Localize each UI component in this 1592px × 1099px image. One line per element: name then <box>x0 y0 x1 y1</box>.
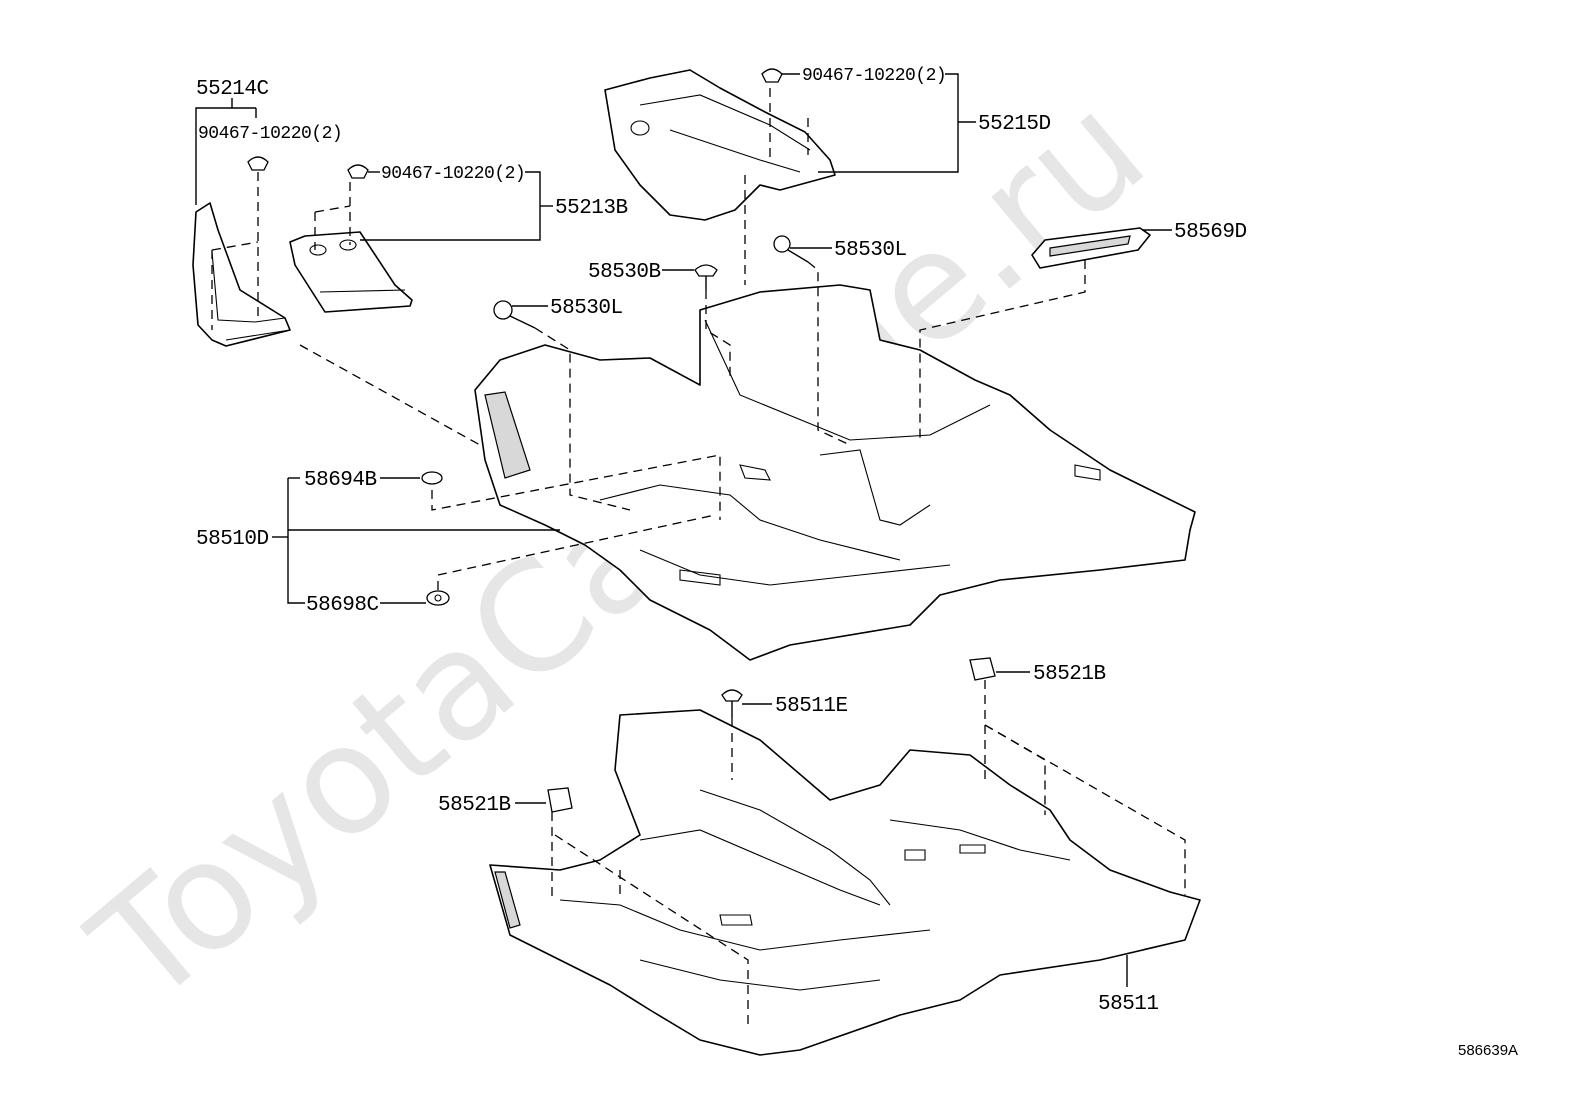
label-90467-middle: 90467-10220(2) <box>381 164 525 184</box>
label-90467-left: 90467-10220(2) <box>198 124 342 144</box>
part-58511-shape <box>489 709 1201 1056</box>
label-58694b: 58694B <box>304 469 377 492</box>
part-55215d-shape <box>604 68 836 221</box>
part-labels: 55214C 90467-10220(2) 90467-10220(2) 552… <box>196 66 1247 1016</box>
part-55214c-shape <box>192 156 291 347</box>
label-55213b: 55213B <box>555 197 628 220</box>
label-55215d: 55215D <box>978 113 1051 136</box>
label-58521b-upper: 58521B <box>1033 663 1106 686</box>
leader-lines <box>195 73 1172 987</box>
label-90467-top: 90467-10220(2) <box>802 66 946 86</box>
diagram-reference-id: 586639A <box>1458 1042 1518 1059</box>
label-58569d: 58569D <box>1174 221 1247 244</box>
label-55214c: 55214C <box>196 78 269 101</box>
label-58530b: 58530B <box>588 261 661 284</box>
assembly-lines <box>211 88 1186 1030</box>
label-58698c: 58698C <box>306 594 379 617</box>
label-58530l-upper: 58530L <box>834 239 907 262</box>
fastener-shapes <box>421 235 996 813</box>
part-58569d-shape <box>1031 227 1151 269</box>
part-55213b-shape <box>289 164 413 313</box>
label-58511: 58511 <box>1098 993 1159 1016</box>
label-58530l-left: 58530L <box>550 297 623 320</box>
label-58521b-lower: 58521B <box>438 794 511 817</box>
label-58511e: 58511E <box>775 695 848 718</box>
label-58510d: 58510D <box>196 528 269 551</box>
part-58510d-shape <box>474 284 1196 661</box>
